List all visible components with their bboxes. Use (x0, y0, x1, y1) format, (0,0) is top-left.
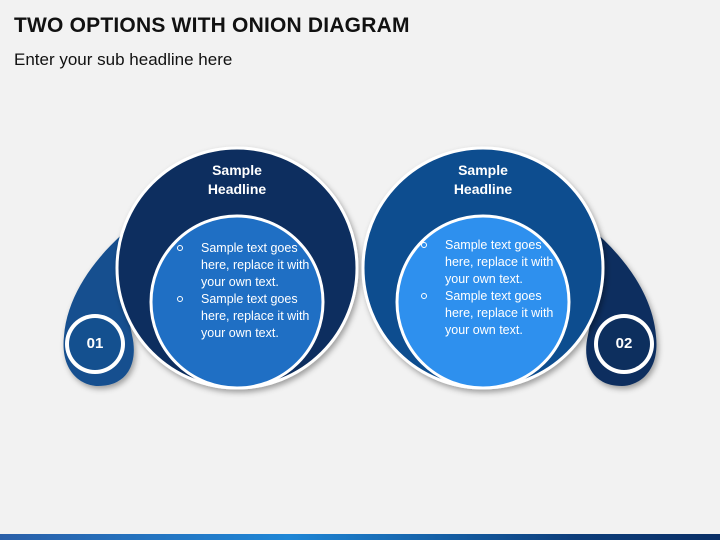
option-1-bullet-list: Sample text goes here, replace it with y… (175, 240, 315, 342)
option-2-number: 02 (615, 335, 633, 352)
page-title: TWO OPTIONS WITH ONION DIAGRAM (14, 14, 410, 37)
list-item: Sample text goes here, replace it with y… (175, 240, 315, 291)
bullet-circle-icon (177, 296, 183, 302)
option-2-headline: Sample Headline (453, 162, 513, 197)
bullet-circle-icon (421, 293, 427, 299)
list-item: Sample text goes here, replace it with y… (419, 288, 559, 339)
option-1-headline: Sample Headline (207, 162, 267, 197)
page-subtitle: Enter your sub headline here (14, 50, 233, 69)
list-item: Sample text goes here, replace it with y… (175, 291, 315, 342)
option-2-bullet-list: Sample text goes here, replace it with y… (419, 237, 559, 339)
list-item: Sample text goes here, replace it with y… (419, 237, 559, 288)
bullet-circle-icon (177, 245, 183, 251)
option-2-inner-circle (395, 214, 571, 390)
option-1-inner-circle (149, 214, 325, 390)
footer-accent-bar (0, 534, 720, 540)
bullet-circle-icon (421, 242, 427, 248)
option-1-number: 01 (86, 335, 104, 352)
